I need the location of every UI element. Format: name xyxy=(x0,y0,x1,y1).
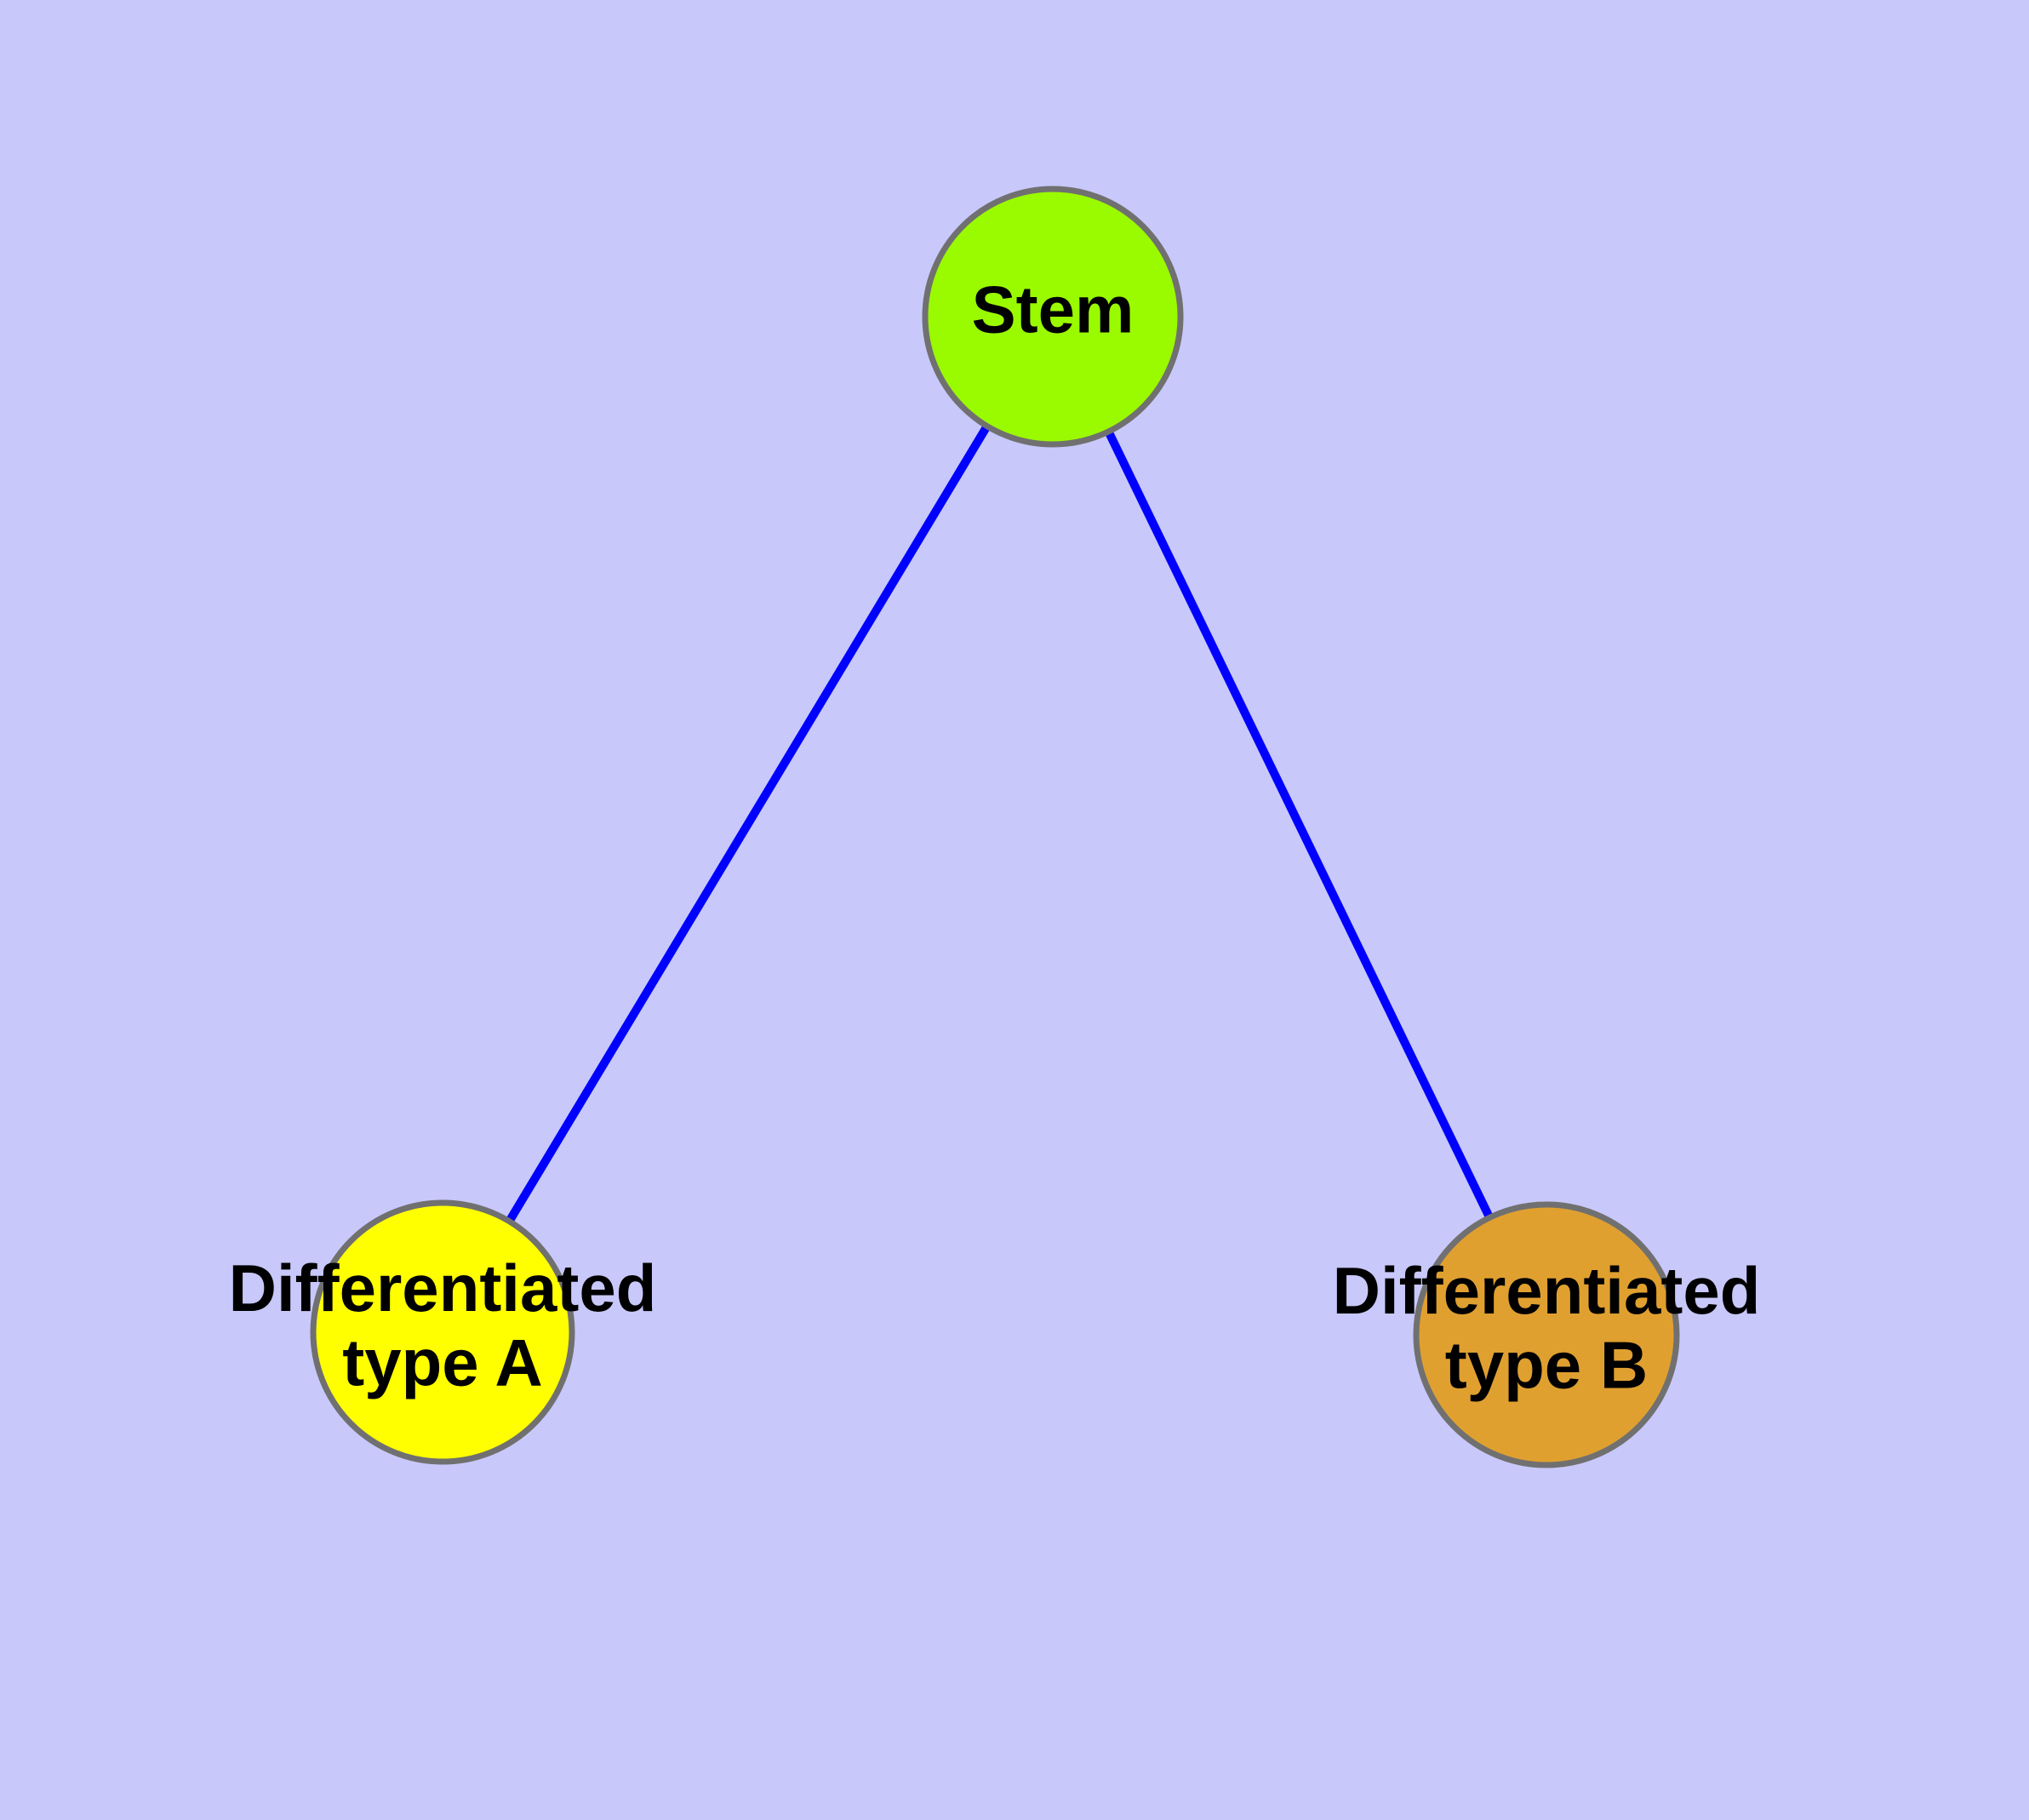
node-label-line: type B xyxy=(1445,1327,1648,1402)
node-label-stem: Stem xyxy=(972,272,1135,347)
node-label-line: Differentiated xyxy=(1333,1253,1761,1328)
edge-stem-to-diff-a xyxy=(506,426,990,1222)
node-group xyxy=(310,186,1680,1468)
node-stem[interactable] xyxy=(922,186,1184,448)
edge-group xyxy=(506,426,1493,1222)
node-diff-a[interactable] xyxy=(310,1199,575,1465)
edge-stem-to-diff-b xyxy=(1106,432,1493,1217)
node-label-line: type A xyxy=(342,1325,543,1399)
node-diff-b[interactable] xyxy=(1413,1201,1680,1468)
node-label-line: Differentiated xyxy=(229,1251,657,1325)
node-label-line: Stem xyxy=(972,272,1135,347)
